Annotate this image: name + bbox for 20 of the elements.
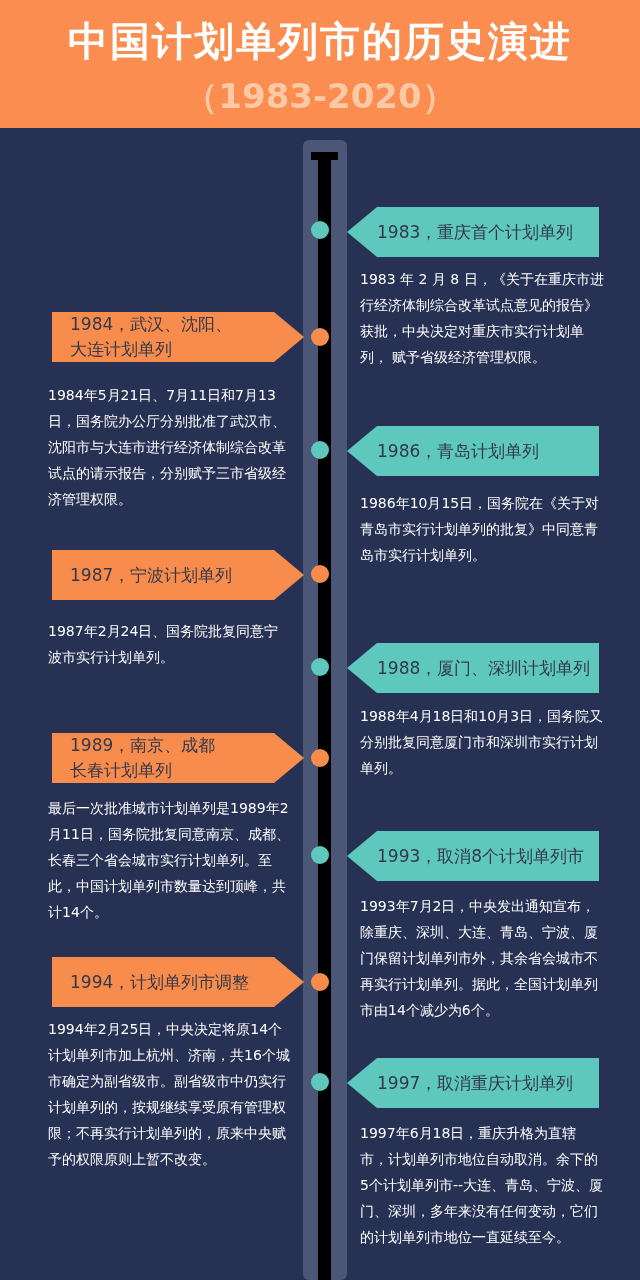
year-tag: 1987，宁波计划单列 <box>52 550 304 600</box>
year-tag: 1988，厦门、深圳计划单列 <box>347 643 599 693</box>
year-tag: 1997，取消重庆计划单列 <box>347 1058 599 1108</box>
subtitle: （1983-2020） <box>183 75 457 118</box>
description-text: 1994年2月25日，中央决定将原14个计划单列市加上杭州、济南，共16个城市确定为副省级市。副省级市中仍实行计划单列的，按规继续享受原有管理权限；不再实行计划单列的，原来中央赋予的权限原则上暂不改变。 <box>48 1020 291 1169</box>
description-text: 1986年10月15日，国务院在《关于对青岛市实行计划单列的批复》中同意青岛市实行计划单列。 <box>360 494 601 565</box>
year-tag: 1986，青岛计划单列 <box>347 426 599 476</box>
description-text: 最后一次批准城市计划单列是1989年2月11日，国务院批复同意南京、成都、长春三个省会城市实行计划单列。至此，中国计划单列市数量达到顶峰，共计14个。 <box>48 799 291 922</box>
description-text: 1987年2月24日、国务院批复同意宁波市实行计划单列。 <box>48 622 280 667</box>
year-tag: 1994，计划单列市调整 <box>52 957 304 1007</box>
title: 中国计划单列市的历史演进 <box>67 17 573 66</box>
year-tag: 1984，武汉、沈阳、大连计划单列 <box>52 312 304 362</box>
description-text: 1997年6月18日，重庆升格为直辖市，计划单列市地位自动取消。余下的5个计划单列市--大连、青岛、宁波、厦门、深圳，多年来没有任何变动，它们的计划单列市地位一直延续至今。 <box>360 1124 604 1247</box>
description-text: 1993年7月2日，中央发出通知宣布，除重庆、深圳、大连、青岛、宁波、厦门保留计划单列市外，其余省会城市不再实行计划单列。据此，全国计划单列市由14个减少为6个。 <box>360 897 599 1020</box>
year-tag: 1983，重庆首个计划单列 <box>347 207 599 257</box>
description-text: 1988年4月18日和10月3日，国务院又分别批复同意厦门市和深圳市实行计划单列。 <box>360 707 604 778</box>
description-text: 1983 年 2 月 8 日，《关于在重庆市进行经济体制综合改革试点意见的报告》获批，中央决定对重庆市实行计划单列， 赋予省级经济管理权限。 <box>360 270 604 367</box>
description-text: 1984年5月21日、7月11日和7月13日，国务院办公厅分别批准了武汉市、沈阳市与大连市进行经济体制综合改革试点的请示报告，分别赋予三市省级经济管理权限。 <box>48 386 287 509</box>
year-tag: 1989，南京、成都长春计划单列 <box>52 733 304 783</box>
year-tag: 1993，取消8个计划单列市 <box>347 831 599 881</box>
